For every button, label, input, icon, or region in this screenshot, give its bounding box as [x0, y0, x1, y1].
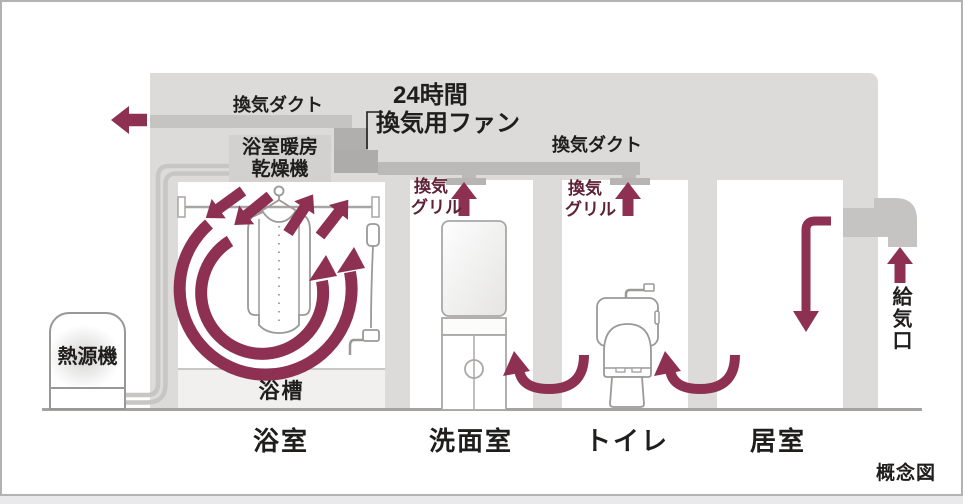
bathtub-label: 浴槽 — [258, 380, 305, 403]
fan-title-line1: 24時間 — [393, 82, 468, 109]
ventilation-duct-right — [378, 162, 640, 175]
fan-duct-connector — [334, 128, 368, 154]
room-label-bathroom: 浴室 — [252, 426, 309, 456]
heat-source-divider — [51, 387, 124, 389]
room-bathroom — [178, 182, 385, 368]
bath-heater-dryer-unit: 浴室暖房 乾燥機 — [229, 135, 331, 182]
floor-line — [42, 408, 922, 411]
heat-source-label: 熱源機 — [57, 346, 118, 368]
duct-label-left: 換気ダクト — [233, 95, 323, 115]
grille-label-washroom-line1: 換気 — [414, 177, 448, 196]
grille-label-toilet-line2: グリル — [565, 200, 616, 219]
fan-title-line2: 換気用ファン — [376, 110, 520, 137]
ventilation-fan-unit — [334, 150, 378, 173]
room-label-living: 居室 — [749, 426, 806, 456]
grille-washroom — [446, 178, 486, 185]
dryer-label-line1: 浴室暖房 — [241, 137, 318, 158]
grille-toilet — [610, 178, 650, 185]
grille-label-toilet: 換気 グリル — [565, 178, 616, 220]
dryer-label-line2: 乾燥機 — [251, 159, 309, 180]
duct-label-right: 換気ダクト — [552, 135, 642, 155]
frame-bottom-band — [0, 496, 963, 504]
grille-label-washroom-line2: グリル — [411, 198, 462, 217]
grille-label-washroom: 換気 グリル — [411, 176, 462, 218]
heat-source-shade — [51, 322, 124, 386]
heat-source-unit: 熱源機 — [49, 312, 126, 410]
air-inlet-label: 給気口 — [889, 286, 911, 352]
room-living — [717, 180, 843, 410]
room-label-washroom: 洗面室 — [428, 426, 513, 456]
fan-title: 24時間 換気用ファン — [376, 82, 520, 138]
diagram-caption: 概念図 — [876, 463, 937, 484]
room-label-toilet: トイレ — [584, 426, 669, 456]
grille-label-toilet-line1: 換気 — [568, 179, 602, 198]
exhaust-duct-left — [150, 115, 352, 128]
